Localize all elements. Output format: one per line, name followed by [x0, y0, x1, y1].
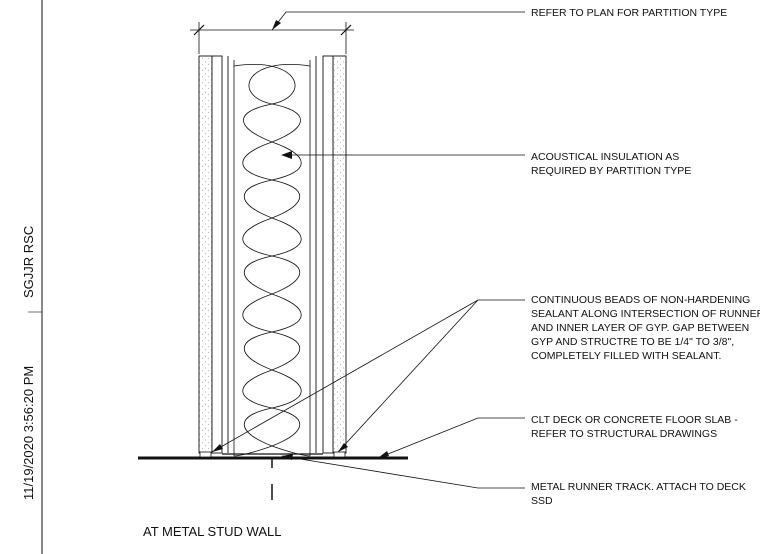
sealant-bead-right: [333, 451, 346, 458]
note-insulation-line-2: REQUIRED BY PARTITION TYPE: [531, 165, 691, 177]
leader-arrow-insulation: [281, 151, 292, 159]
stud-flange-right: [322, 55, 334, 454]
note-floor-line-2: REFER TO STRUCTURAL DRAWINGS: [531, 428, 717, 440]
dimension-tick-right: [340, 24, 352, 36]
leader-partition-type: [271, 11, 525, 31]
leader-arrow-partition: [272, 20, 281, 30]
dimension-tick-left: [193, 24, 205, 36]
sealant-bead-left: [199, 451, 212, 458]
project-name: SGJJR RSC: [21, 226, 36, 298]
plot-timestamp: 11/19/2020 3:56:20 PM: [21, 366, 36, 500]
leader-arrow-sealant-left: [212, 444, 223, 452]
leader-arrow-sealant-right: [338, 443, 348, 452]
note-runner-line-2: SSD: [531, 495, 553, 507]
note-floor-line-1: CLT DECK OR CONCRETE FLOOR SLAB -: [531, 414, 738, 426]
detail-title: AT METAL STUD WALL: [143, 524, 281, 539]
note-sealant-line-4: GYP AND STRUCTRE TO BE 1/4" TO 3/8",: [531, 336, 734, 348]
note-sealant-line-1: CONTINUOUS BEADS OF NON-HARDENING: [531, 294, 750, 306]
leader-sealant-right: [337, 299, 479, 453]
note-insulation-line-1: ACOUSTICAL INSULATION AS: [531, 151, 679, 163]
gypsum-board-right: [332, 55, 347, 454]
leader-arrow-floor: [378, 451, 389, 458]
note-runner-line-1: METAL RUNNER TRACK. ATTACH TO DECK: [531, 481, 746, 493]
leader-runner: [281, 455, 525, 489]
gypsum-board-left: [198, 55, 213, 454]
leader-arrow-runner: [282, 454, 293, 460]
note-sealant-line-5: COMPLETELY FILLED WITH SEALANT.: [531, 350, 721, 362]
leader-floor: [377, 417, 525, 459]
stud-flange-left: [211, 55, 223, 454]
leader-sealant-left: [211, 299, 479, 453]
acoustical-insulation: [233, 60, 311, 457]
note-sealant-line-2: SEALANT ALONG INTERSECTION OF RUNNER: [531, 308, 760, 320]
note-partition-type: REFER TO PLAN FOR PARTITION TYPE: [531, 7, 727, 19]
note-sealant-line-3: AND INNER LAYER OF GYP. GAP BETWEEN: [531, 322, 749, 334]
